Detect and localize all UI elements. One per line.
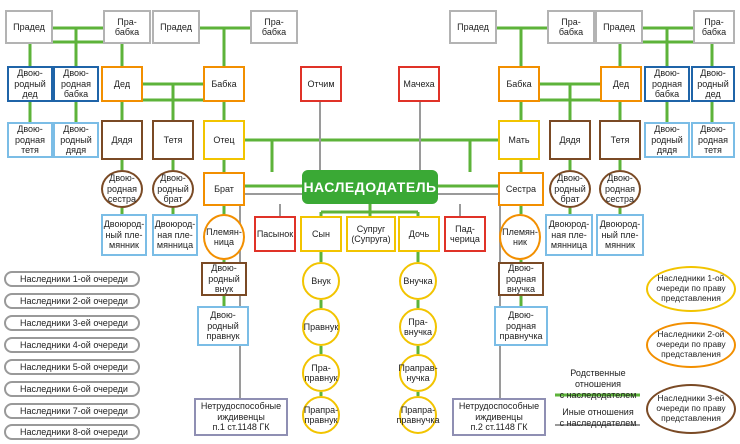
node-grand-grandniece: Двою- родная правнучка bbox=[494, 306, 548, 346]
node-great-grandmother-left-2: Пра- бабка bbox=[250, 10, 298, 44]
legend-repr-2: Наследники 2-ой очереди по праву предста… bbox=[646, 322, 736, 368]
legend-item-7: Наследники 7-ой очереди bbox=[4, 403, 140, 419]
node-grandniece: Двою- родная внучка bbox=[498, 262, 544, 296]
node-grandmother-right: Бабка bbox=[498, 66, 540, 102]
node-cousin-sister-left: Двою- родная сестра bbox=[101, 170, 143, 208]
node-ggg-grandson: Прапра- правнук bbox=[302, 396, 340, 434]
node-uncle-left: Дядя bbox=[101, 120, 143, 160]
node-great-grandson: Правнук bbox=[302, 308, 340, 346]
node-father: Отец bbox=[203, 120, 245, 160]
node-dependents-1: Нетрудоспособные иждивенцы п.1 ст.1148 Г… bbox=[194, 398, 288, 436]
legend-other-label: Иные отношения с наследодателем bbox=[559, 407, 637, 428]
node-daughter: Дочь bbox=[398, 216, 440, 252]
node-spouse: Супруг (Супруга) bbox=[346, 216, 396, 252]
legend-item-2: Наследники 2-ой очереди bbox=[4, 293, 140, 309]
legend-item-8: Наследники 8-ой очереди bbox=[4, 424, 140, 440]
node-dependents-2: Нетрудоспособные иждивенцы п.2 ст.1148 Г… bbox=[452, 398, 546, 436]
node-grandnephew: Двою- родный внук bbox=[201, 262, 247, 296]
node-great-granddaughter: Пра- внучка bbox=[399, 308, 437, 346]
node-great-grandfather-right-1: Прадед bbox=[449, 10, 497, 44]
node-stepfather: Отчим bbox=[300, 66, 342, 102]
node-great-uncle-left: Двою- родный дед bbox=[7, 66, 53, 102]
node-gg-granddaughter: Праправ- нучка bbox=[398, 354, 438, 392]
node-cousin-brother-left: Двою- родный брат bbox=[152, 170, 194, 208]
node-great-aunt-right: Двою- родная бабка bbox=[644, 66, 690, 102]
node-aunt-right: Тетя bbox=[599, 120, 641, 160]
node-stepdaughter: Пад- черица bbox=[444, 216, 486, 252]
legend-item-4: Наследники 4-ой очереди bbox=[4, 337, 140, 353]
node-testator: НАСЛЕДОДАТЕЛЬ bbox=[302, 170, 438, 204]
legend-item-6: Наследники 6-ой очереди bbox=[4, 381, 140, 397]
legend-repr-1: Наследники 1-ой очереди по праву предста… bbox=[646, 266, 736, 312]
node-cousin-aunt-right: Двою- родная тетя bbox=[691, 122, 735, 158]
node-cousin-aunt-left: Двою- родная тетя bbox=[7, 122, 53, 158]
node-aunt-left: Тетя bbox=[152, 120, 194, 160]
node-cousin-niece-left: Двоюрод- ная пле- мянница bbox=[152, 214, 198, 256]
legend-kinship-label: Родственные отношения с наследодателем bbox=[559, 368, 637, 400]
node-grandfather-right: Дед bbox=[600, 66, 642, 102]
node-cousin-nephew-left: Двоюрод- ный пле- мянник bbox=[101, 214, 147, 256]
legend-item-3: Наследники 3-ей очереди bbox=[4, 315, 140, 331]
node-uncle-right: Дядя bbox=[549, 120, 591, 160]
node-cousin-brother-right: Двою- родный брат bbox=[549, 170, 591, 208]
node-grandfather-left: Дед bbox=[101, 66, 143, 102]
node-granddaughter: Внучка bbox=[399, 262, 437, 300]
node-gg-grandson: Пра- правнук bbox=[302, 354, 340, 392]
node-great-uncle-right: Двою- родный дед bbox=[691, 66, 735, 102]
node-grandson: Внук bbox=[302, 262, 340, 300]
node-nephew-right: Племян- ник bbox=[499, 214, 541, 260]
node-stepmother: Мачеха bbox=[398, 66, 440, 102]
node-great-grandmother-left-1: Пра- бабка bbox=[103, 10, 151, 44]
node-mother: Мать bbox=[498, 120, 540, 160]
node-cousin-niece-right: Двоюрод- ная пле- мянница bbox=[545, 214, 593, 256]
legend-item-1: Наследники 1-ой очереди bbox=[4, 271, 140, 287]
legend-item-5: Наследники 5-ой очереди bbox=[4, 359, 140, 375]
node-cousin-uncle-right: Двою- родный дядя bbox=[644, 122, 690, 158]
node-son: Сын bbox=[300, 216, 342, 252]
node-great-grandmother-right-2: Пра- бабка bbox=[693, 10, 735, 44]
node-great-grandfather-left-2: Прадед bbox=[152, 10, 200, 44]
node-grand-grandnephew: Двою- родный правнук bbox=[197, 306, 249, 346]
node-great-grandfather-left-1: Прадед bbox=[5, 10, 53, 44]
node-grandmother-left: Бабка bbox=[203, 66, 245, 102]
node-brother: Брат bbox=[203, 172, 245, 206]
node-cousin-nephew-right: Двоюрод- ный пле- мянник bbox=[596, 214, 644, 256]
node-cousin-uncle-left: Двою- родный дядя bbox=[53, 122, 99, 158]
node-great-grandfather-right-2: Прадед bbox=[595, 10, 643, 44]
node-cousin-sister-right: Двою- родная сестра bbox=[599, 170, 641, 208]
node-ggg-granddaughter: Прапра- правнучка bbox=[397, 396, 439, 434]
legend-repr-3: Наследники 3-ей очереди по праву предста… bbox=[646, 384, 736, 434]
node-great-grandmother-right-1: Пра- бабка bbox=[547, 10, 595, 44]
node-stepson: Пасынок bbox=[254, 216, 296, 252]
node-nephew: Племян- ница bbox=[203, 214, 245, 260]
node-great-aunt-left: Двою- родная бабка bbox=[53, 66, 99, 102]
node-sister: Сестра bbox=[498, 172, 544, 206]
